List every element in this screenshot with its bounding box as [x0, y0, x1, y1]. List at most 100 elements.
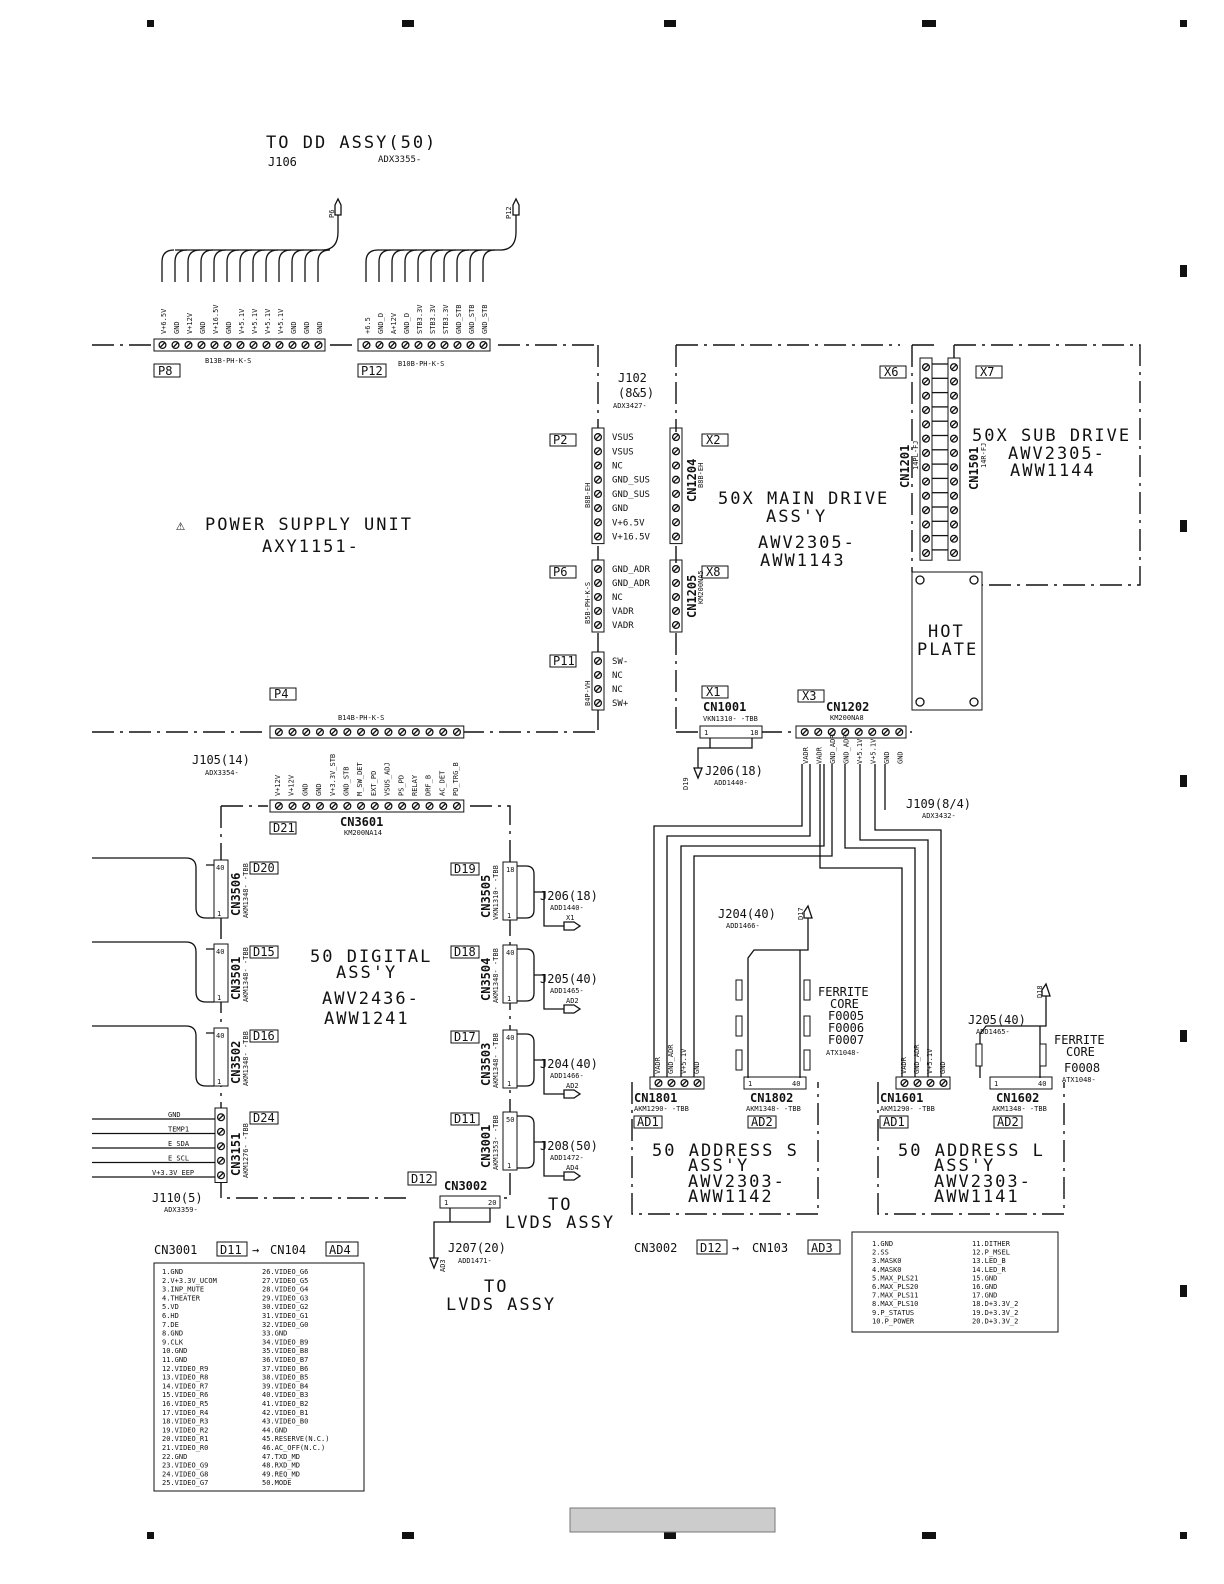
cn3151-pin-mark — [218, 1158, 224, 1164]
legend1-list-item: 18.VIDEO_R3 — [162, 1418, 208, 1426]
cn1202-pin-label: VADR — [802, 746, 810, 764]
cn1201-pin-mark — [923, 436, 929, 442]
cn1201-pin — [921, 534, 931, 543]
cn1201-part: 14PL-FJ — [912, 440, 920, 470]
addr-l-boundary — [877, 1082, 1065, 1215]
legend1-list-item: 2.V+3.3V_UCOM — [162, 1277, 217, 1285]
right-cn-cable — [517, 865, 564, 927]
p8-pin — [223, 340, 232, 350]
p2-block-right-pin-mark — [673, 434, 679, 440]
cn1201-pin — [921, 548, 931, 558]
cn3601-pin-mark — [454, 803, 460, 809]
cn1501-pin-mark — [951, 393, 957, 399]
cn3151-pin-label: E_SDA — [168, 1140, 190, 1148]
right-cn-arrow — [563, 1004, 582, 1014]
right-cn-j: J208(50) — [540, 1139, 598, 1153]
legend2-list-item: 4.MASK0 — [872, 1266, 902, 1274]
p2-block-right-pin-mark — [673, 448, 679, 454]
cn3601-pin — [398, 801, 407, 811]
ad3-arrow — [429, 1257, 439, 1270]
p11-block-left-pin-mark — [595, 700, 601, 706]
power-supply-title: POWER SUPPLY UNIT — [205, 515, 413, 535]
legend2-head: CN3002 — [634, 1241, 677, 1255]
addr-s-cna-body — [649, 1076, 705, 1090]
p2-block-left-pin-mark — [595, 463, 601, 468]
addr-l-ad2-box — [993, 1115, 1023, 1129]
cn1201-pin — [921, 363, 931, 372]
p2-block-left-pin — [593, 504, 603, 513]
p12-conn-label: P12 — [505, 206, 513, 219]
addr-l-cnb-body — [989, 1076, 1053, 1090]
p6-connector-symbol: P6 — [175, 197, 342, 251]
p8-pin-label: GND — [225, 321, 233, 334]
legend1-list-item: 9.CLK — [162, 1338, 184, 1346]
right-cn-arrow — [563, 1089, 582, 1099]
x1-tag: X1 — [706, 685, 720, 699]
left-cn-body — [213, 943, 229, 1003]
addr-l-cna-pin-mark — [915, 1080, 920, 1086]
right-cn-pin-a: 50 — [506, 1116, 514, 1124]
p12-wire — [404, 249, 418, 282]
p4-pin-mark — [454, 729, 460, 735]
cn3151-pin — [216, 1142, 226, 1151]
page-number-box — [569, 1507, 776, 1533]
right-cn-tag: D11 — [454, 1112, 476, 1126]
sub-drive-model2: AWW1144 — [1010, 461, 1096, 481]
p8-pin-mark — [264, 342, 269, 348]
j207-part: ADD1471- — [458, 1257, 492, 1265]
p4-pin — [329, 727, 338, 737]
legend1-list-item: 23.VIDEO_G9 — [162, 1462, 208, 1470]
digital-title: 50 DIGITAL — [310, 947, 432, 967]
legend1-list-item: 19.VIDEO_R2 — [162, 1426, 208, 1434]
p6-block-cn: CN1205 — [685, 575, 699, 618]
legend1-list-item: 49.REQ_MD — [262, 1470, 300, 1478]
p2-block-left-pin — [593, 447, 603, 456]
registration-marks — [147, 20, 1187, 1539]
cn1202-pin — [827, 727, 836, 737]
left-cn-tag: D20 — [253, 861, 275, 875]
addr-l-cna-pin-mark — [941, 1080, 946, 1086]
cn3601-pin — [302, 801, 311, 811]
legend2-list-item: 18.D+3.3V_2 — [972, 1300, 1018, 1308]
cn3151-pin-mark — [218, 1129, 224, 1135]
p8-pin — [301, 340, 310, 350]
cn3601-pin — [343, 801, 352, 811]
p12-connector-symbol: P12 — [378, 197, 520, 251]
left-cn-name: CN3502 — [229, 1041, 243, 1084]
right-cn-pin-b: 1 — [507, 995, 511, 1003]
p12-pin — [375, 340, 384, 350]
p8-wire — [265, 249, 279, 282]
p2-block-xtag-box — [701, 433, 729, 447]
right-cn-name: CN3503 — [479, 1043, 493, 1086]
p12-pin-mark — [377, 342, 382, 348]
addr-s-cnb-part: AKM1348- -TBB — [746, 1105, 801, 1113]
p11-block-left-pin — [593, 656, 603, 666]
digital-model1: AWV2436- — [322, 989, 420, 1009]
cn1501-pin-mark — [951, 436, 957, 442]
legend1-list-item: 26.VIDEO_G6 — [262, 1268, 308, 1276]
cn1501-pin-mark — [951, 450, 957, 456]
cn3601-label: CN3601 — [340, 815, 383, 829]
right-cn-pin-a: 18 — [506, 866, 514, 874]
legend1-list-item: 41.VIDEO_B2 — [262, 1400, 308, 1408]
p4-pin-mark — [440, 729, 446, 735]
cn3151-pin-mark — [218, 1114, 224, 1120]
cn1202-pin-label: GND_ADR — [829, 734, 837, 764]
cn3601-pin-mark — [317, 803, 323, 809]
p8-pin-mark — [277, 342, 282, 348]
right-cn-j: J205(40) — [540, 972, 598, 986]
cn1201-pin-mark — [923, 407, 929, 413]
p2-block-right-pin-mark — [673, 505, 679, 511]
p4-pin-label: RELAY — [411, 774, 419, 796]
cn1202-pin-label: V+5.1V — [856, 738, 864, 764]
cn3601-pin-mark — [358, 803, 364, 809]
cn1202-pin-mark — [842, 729, 848, 735]
p12-pin-mark — [403, 342, 408, 348]
p8-wire — [278, 249, 292, 282]
left-cn-cable — [92, 857, 214, 919]
p4-pin-mark — [385, 729, 391, 735]
p6-block-right-pin-mark — [673, 594, 679, 600]
p6-block-left-pin — [593, 620, 603, 630]
